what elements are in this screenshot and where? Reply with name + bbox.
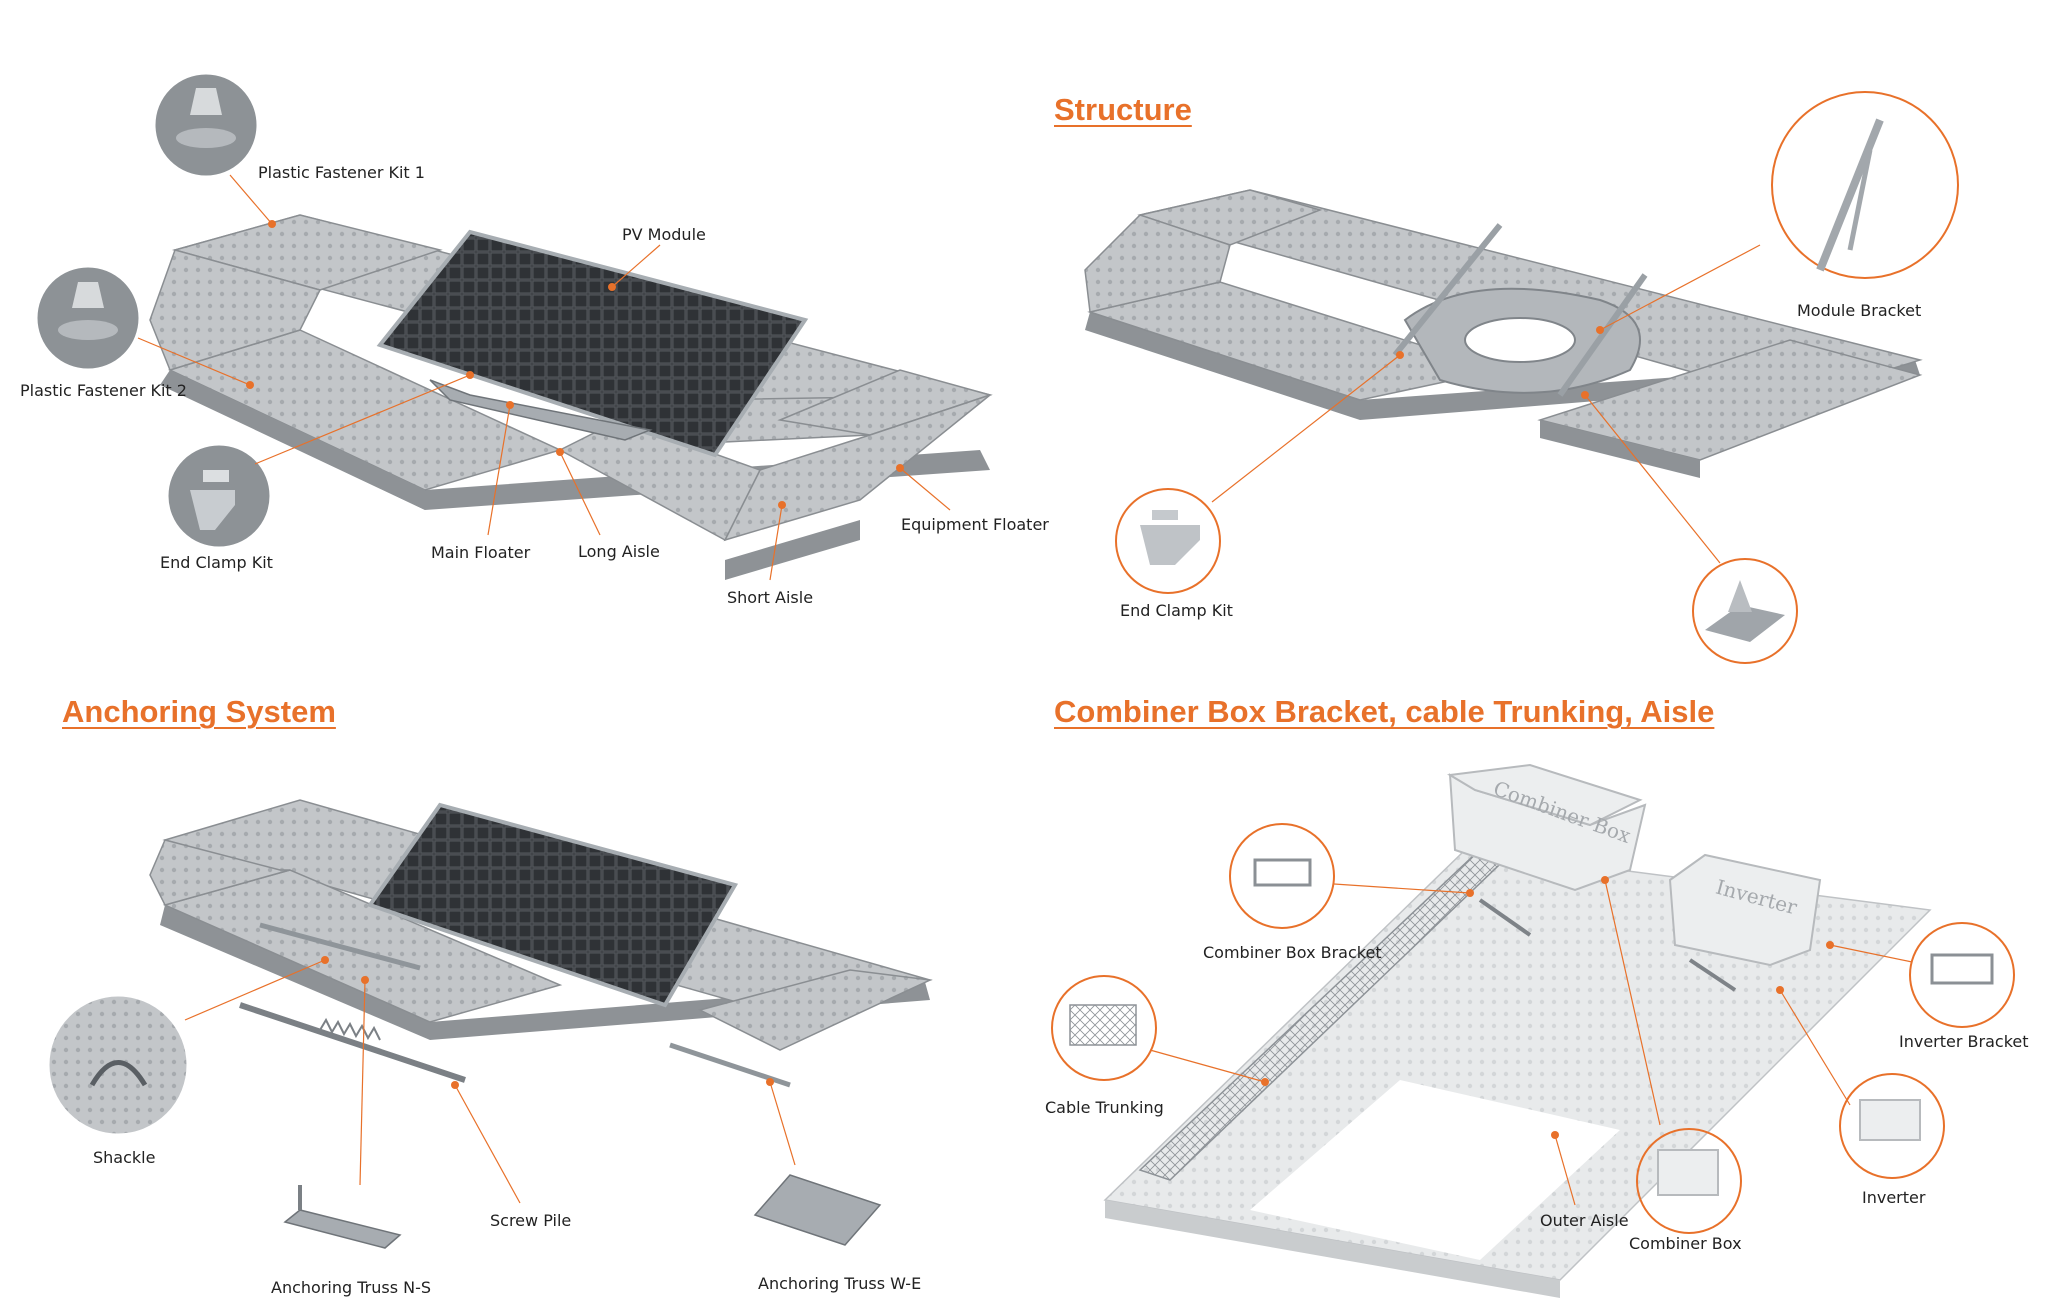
panel1-assembly [149,214,993,580]
cable-trunking-callout [1051,975,1269,1086]
label-inverter: Inverter [1862,1188,1926,1207]
label-outer-aisle: Outer Aisle [1540,1211,1629,1230]
panel1-pv-module [376,229,809,458]
anchoring-truss-we-drawing [753,1078,882,1246]
label-end-clamp-kit-structure: End Clamp Kit [1120,601,1233,620]
label-long-aisle: Long Aisle [578,542,660,561]
label-screw-pile: Screw Pile [490,1211,572,1230]
label-plastic-fastener-kit-2: Plastic Fastener Kit 2 [20,381,187,400]
combiner-box-callout [1601,876,1742,1234]
base-plate-callout [1581,391,1798,664]
panel1-leaders [487,244,951,581]
label-anchoring-truss-ns: Anchoring Truss N-S [271,1278,432,1297]
label-inverter-bracket: Inverter Bracket [1899,1032,2029,1051]
panel3-assembly [149,799,933,1088]
inverter-bracket-callout [1826,922,2015,1028]
label-shackle: Shackle [93,1148,156,1167]
label-module-bracket: Module Bracket [1797,301,1922,320]
title-anchoring-system: Anchoring System [62,694,336,729]
panel2-end-clamp-callout [1115,351,1404,594]
inverter-callout [1776,986,1945,1179]
label-anchoring-truss-we: Anchoring Truss W-E [758,1274,922,1293]
shackle-callout [46,956,329,1137]
screw-pile-drawing [239,1002,521,1204]
label-main-floater: Main Floater [431,543,531,562]
anchoring-truss-ns-drawing [283,976,402,1249]
label-combiner-box-bracket: Combiner Box Bracket [1203,943,1382,962]
label-end-clamp-kit: End Clamp Kit [160,553,273,572]
panel4-assembly [1103,763,1932,1298]
label-short-aisle: Short Aisle [727,588,814,607]
combiner-box-bracket-callout [1229,823,1474,929]
plastic-fastener-kit-1-callout [152,71,276,228]
title-structure: Structure [1054,92,1192,127]
label-plastic-fastener-kit-1: Plastic Fastener Kit 1 [258,163,425,182]
end-clamp-kit-callout [165,371,474,550]
plastic-fastener-kit-2-callout [34,264,254,389]
label-combiner-box: Combiner Box [1629,1234,1742,1253]
module-bracket-callout [1596,91,1959,334]
title-combiner-box-bracket: Combiner Box Bracket, cable Trunking, Ai… [1054,694,1715,729]
label-pv-module: PV Module [622,225,706,244]
label-cable-trunking: Cable Trunking [1045,1098,1164,1117]
label-equipment-floater: Equipment Floater [901,515,1049,534]
outer-aisle-leader [1551,1131,1576,1206]
panel2-assembly [1084,189,1923,478]
